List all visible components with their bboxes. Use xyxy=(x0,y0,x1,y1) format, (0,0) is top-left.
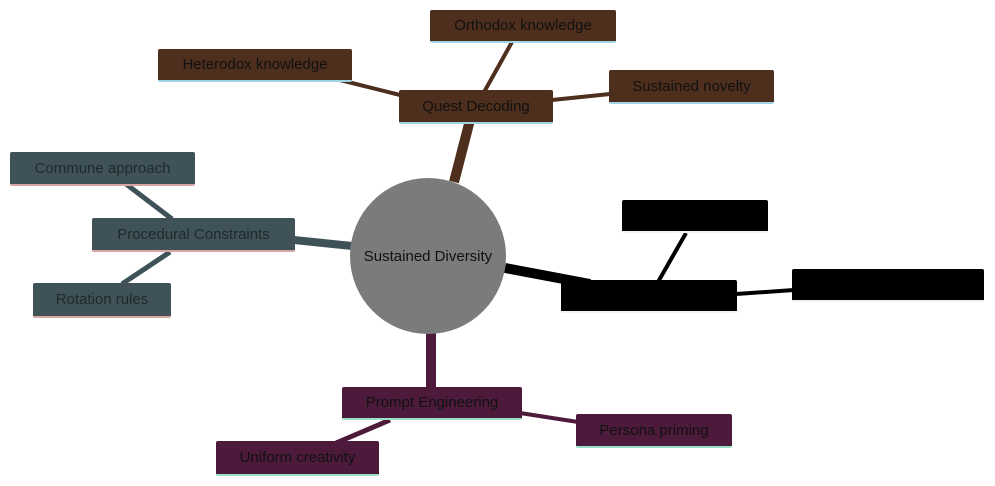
persona-priming-label: Persona priming xyxy=(599,421,709,439)
edge-procedural-commune xyxy=(124,182,174,221)
edge-quest-novelty xyxy=(551,92,611,102)
orthodox-knowledge-label: Orthodox knowledge xyxy=(454,17,592,34)
persona-priming-node[interactable]: Persona priming xyxy=(576,414,732,448)
center-node-label: Sustained Diversity xyxy=(363,247,493,265)
orthodox-knowledge-node[interactable]: Orthodox knowledge xyxy=(430,10,616,43)
sustained-novelty-label: Sustained novelty xyxy=(632,77,751,95)
rotation-rules-label: Rotation rules xyxy=(55,291,149,308)
procedural-constraints-label: Procedural Constraints xyxy=(117,225,270,243)
heterodox-knowledge-node[interactable]: Heterodox knowledge xyxy=(158,49,352,82)
edge-center-procedural xyxy=(293,236,353,250)
procedural-constraints-node[interactable]: Procedural Constraints xyxy=(92,218,295,252)
edge-procedural-rotation xyxy=(120,249,172,287)
prompt-engineering-node[interactable]: Prompt Engineering xyxy=(342,387,522,420)
dark-child-top-node[interactable] xyxy=(622,200,768,233)
quest-decoding-node[interactable]: Quest Decoding xyxy=(399,90,553,124)
edge-quest-orthodox xyxy=(481,41,514,95)
rotation-rules-node[interactable]: Rotation rules xyxy=(33,283,171,318)
quest-decoding-label: Quest Decoding xyxy=(422,97,530,115)
commune-approach-label: Commune approach xyxy=(34,159,171,177)
prompt-engineering-label: Prompt Engineering xyxy=(365,394,499,411)
heterodox-knowledge-label: Heterodox knowledge xyxy=(182,56,328,73)
commune-approach-node[interactable]: Commune approach xyxy=(10,152,195,186)
uniform-creativity-node[interactable]: Uniform creativity xyxy=(216,441,379,476)
edge-quest-heterodox xyxy=(339,78,401,97)
dark-child-right-node[interactable] xyxy=(792,269,984,302)
edge-hidden-right xyxy=(735,288,795,296)
uniform-creativity-label: Uniform creativity xyxy=(239,449,356,466)
dark-branch-node[interactable] xyxy=(561,280,737,313)
edge-prompt-uniform xyxy=(335,417,391,446)
edge-center-quest xyxy=(449,118,475,184)
center-node[interactable]: Sustained Diversity xyxy=(350,178,506,334)
edge-prompt-persona xyxy=(519,411,579,424)
edge-hidden-top xyxy=(656,232,688,283)
sustained-novelty-node[interactable]: Sustained novelty xyxy=(609,70,774,104)
